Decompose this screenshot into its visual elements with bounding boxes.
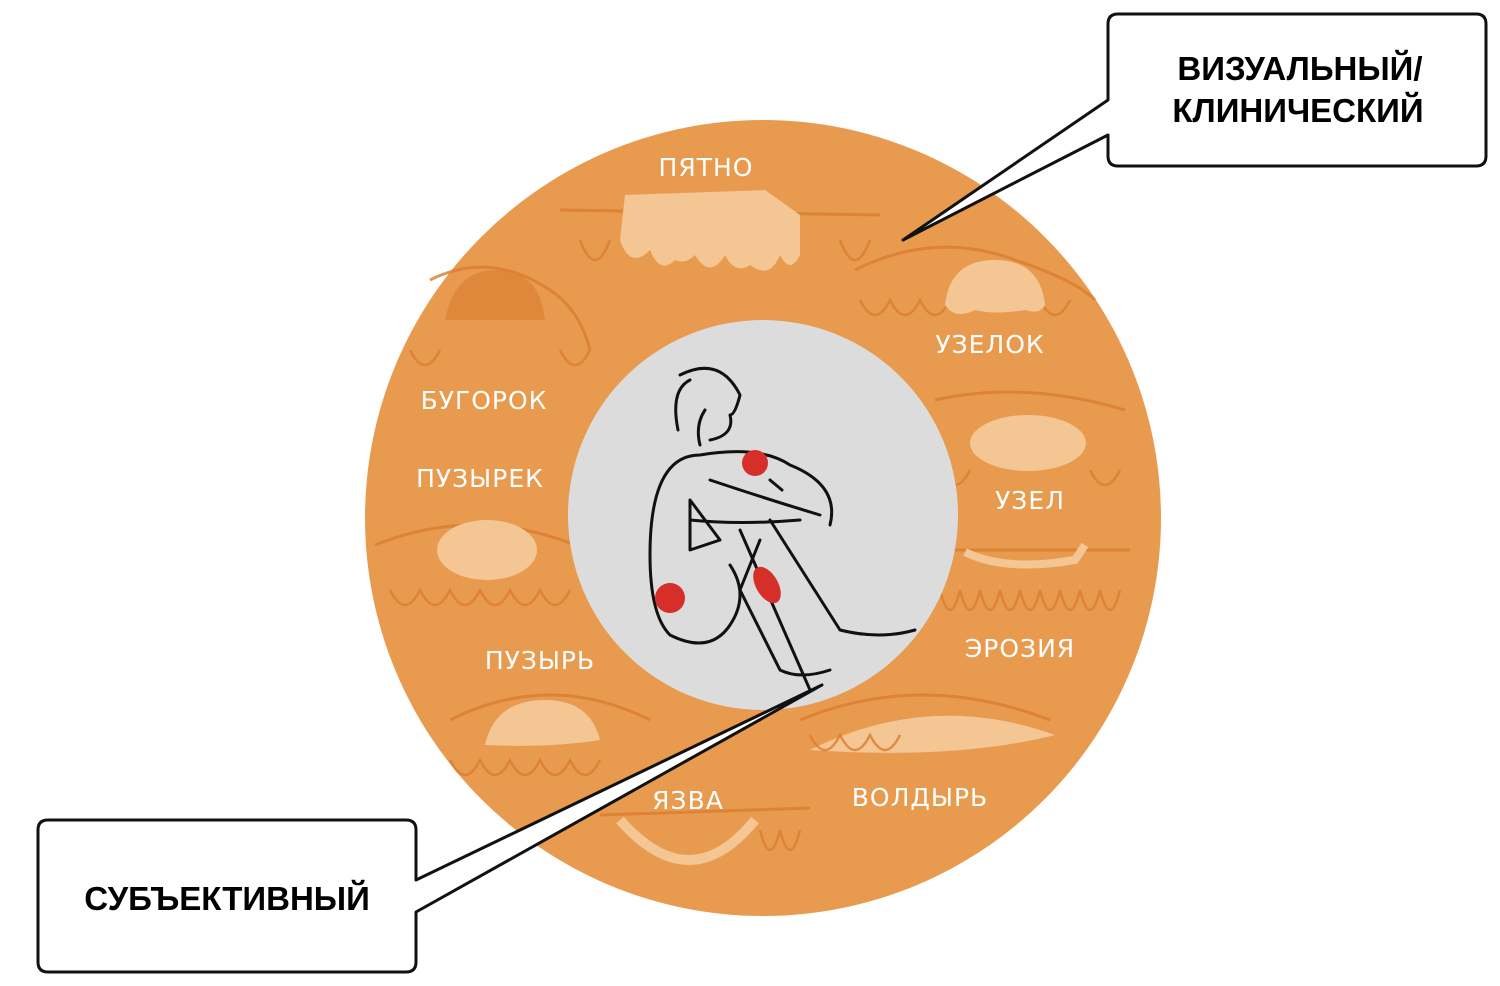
label-vesicle: ПУЗЫРЕК — [416, 464, 544, 493]
patch-lesion — [620, 190, 800, 271]
center-circle — [568, 320, 958, 710]
tubercle-lesion — [445, 270, 545, 320]
label-bulla: ПУЗЫРЬ — [485, 646, 595, 675]
label-wheal: ВОЛДЫРЬ — [852, 783, 988, 812]
papule-lesion — [945, 260, 1045, 314]
callout-visual-line1: ВИЗУАЛЬНЫЙ/ — [1177, 49, 1422, 87]
node-lesion — [970, 415, 1086, 471]
bulla-lesion — [485, 700, 600, 746]
label-erosion: ЭРОЗИЯ — [965, 634, 1075, 663]
red-spot — [753, 566, 781, 604]
callout-subjective: СУБЪЕКТИВНЫЙ — [36, 683, 824, 974]
callout-visual-line2: КЛИНИЧЕСКИЙ — [1172, 91, 1423, 129]
vesicle-lesion — [437, 520, 537, 580]
label-papule: УЗЕЛОК — [935, 330, 1044, 359]
callout-visual: ВИЗУАЛЬНЫЙ/ КЛИНИЧЕСКИЙ — [901, 12, 1488, 242]
red-spot — [655, 583, 685, 613]
label-tubercle: БУГОРОК — [421, 386, 548, 415]
seated-person-illustration — [648, 366, 917, 692]
red-spot — [742, 450, 768, 476]
label-patch: ПЯТНО — [659, 153, 754, 182]
callout-subjective-text: СУБЪЕКТИВНЫЙ — [84, 879, 370, 917]
label-node: УЗЕЛ — [995, 486, 1065, 515]
label-ulcer: ЯЗВА — [652, 786, 724, 815]
wheal-lesion — [810, 715, 1055, 753]
